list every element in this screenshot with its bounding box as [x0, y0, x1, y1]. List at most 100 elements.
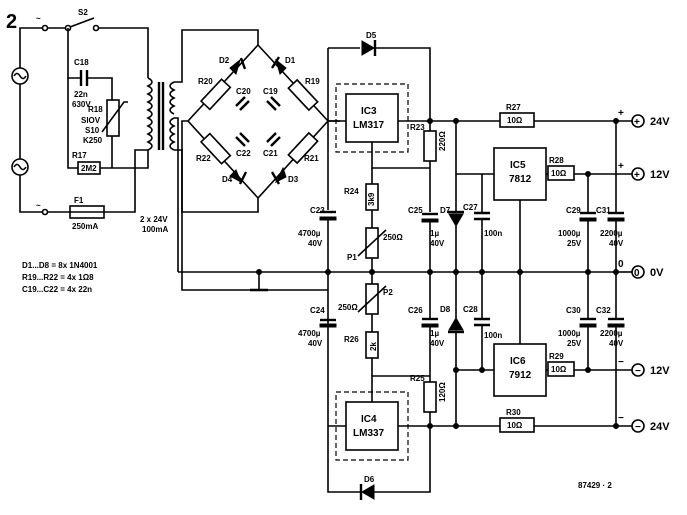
ic6-ref: IC6 — [510, 356, 526, 367]
c20-capacitor — [235, 96, 250, 111]
d4-label: D4 — [222, 175, 233, 184]
ac-sine-icon — [13, 72, 27, 80]
c30-value: 1000µ — [558, 329, 581, 338]
svg-text:+: + — [634, 117, 640, 128]
out-12v-neg-terminal — [631, 363, 645, 377]
r23-value: 220Ω — [438, 131, 447, 151]
tilde-terminal: ~ — [36, 14, 41, 23]
note-resistors: R19...R22 = 4x 1Ω8 — [22, 273, 94, 282]
r19-label: R19 — [305, 77, 320, 86]
c28-label: C28 — [463, 305, 478, 314]
c18-capacitor — [79, 70, 89, 86]
c24-label: C24 — [310, 306, 325, 315]
c28-value: 100n — [484, 331, 502, 340]
r23-resistor — [423, 130, 437, 162]
minus-24v-path: 10Ω R30 C32 2200µ 40V — [499, 269, 632, 433]
c26-voltage: 40V — [430, 339, 445, 348]
d4-diode — [229, 169, 243, 184]
r24-value: 3k9 — [367, 192, 376, 206]
svg-text:−: − — [635, 422, 641, 433]
r29-resistor — [547, 361, 575, 377]
c24-value: 4700µ — [298, 329, 321, 338]
d5-diode — [361, 40, 375, 56]
r28-resistor — [547, 165, 575, 181]
c25-voltage: 40V — [430, 239, 445, 248]
secondary-winding-a — [169, 81, 176, 115]
d5-label: D5 — [366, 31, 377, 40]
out-24v-pos-sign: + — [618, 108, 624, 119]
c32-voltage: 40V — [609, 339, 624, 348]
figure-reference: 87429 · 2 — [578, 481, 612, 490]
ic5-section: IC5 7812 D7 C27 100n 10Ω R28 C29 1000µ 2… — [440, 121, 632, 275]
svg-text:−: − — [635, 366, 641, 377]
r27-resistor — [499, 112, 535, 128]
r20-resistor — [199, 78, 232, 111]
note-diodes: D1...D8 = 8x 1N4001 — [22, 261, 98, 270]
r26-label: R26 — [344, 335, 359, 344]
c27-label: C27 — [463, 203, 478, 212]
out-12v-pos-sign: + — [618, 161, 624, 172]
c18-label: C18 — [74, 58, 89, 67]
r21-resistor — [287, 131, 319, 165]
r25-label: R25 — [410, 374, 425, 383]
r30-label: R30 — [506, 408, 521, 417]
r28-label: R28 — [549, 156, 564, 165]
c29-voltage: 25V — [567, 239, 582, 248]
c26-label: C26 — [408, 306, 423, 315]
d2-diode — [229, 58, 241, 75]
c23-label: C23 — [310, 206, 325, 215]
ic4-regulator — [345, 401, 399, 451]
mains-input: ~ ~ S2 C18 22n 630V R18 SIOV S10 K250 2M — [11, 8, 149, 231]
r20-label: R20 — [198, 77, 213, 86]
c19-label: C19 — [263, 87, 278, 96]
d3-label: D3 — [288, 175, 299, 184]
d7-label: D7 — [440, 206, 451, 215]
r18-line2: S10 — [85, 126, 100, 135]
ic3-regulator — [345, 93, 399, 143]
r17-value: 2M2 — [81, 164, 97, 173]
s2-label: S2 — [78, 8, 88, 17]
figure-number: 2 — [6, 11, 17, 33]
c22-label: C22 — [236, 149, 251, 158]
p2-label: P2 — [383, 288, 393, 297]
positive-regulator: D5 IC3 LM317 220Ω R23 3k9 R24 P1 250Ω C2… — [298, 31, 500, 275]
r27-label: R27 — [506, 103, 521, 112]
c32-label: C32 — [596, 306, 611, 315]
r30-value: 10Ω — [507, 421, 523, 430]
out-12v-neg-label: 12V — [650, 365, 670, 377]
c31-label: C31 — [596, 206, 611, 215]
c21-label: C21 — [263, 149, 278, 158]
c26-value: 1µ — [430, 329, 439, 338]
d6-label: D6 — [364, 475, 375, 484]
r30-resistor — [499, 417, 535, 433]
c19-capacitor — [266, 96, 281, 111]
ic4-ref: IC4 — [361, 414, 377, 425]
d8-diode — [448, 317, 464, 331]
bridge-rectifier: D2 D1 D4 D3 R20 R19 R22 R21 C20 C19 C22 … — [181, 43, 340, 291]
c21-capacitor — [266, 132, 281, 147]
svg-text:+: + — [634, 170, 640, 181]
tilde-terminal: ~ — [36, 201, 41, 210]
r29-value: 10Ω — [551, 365, 567, 374]
r18-line1: SIOV — [81, 116, 101, 125]
ic5-ref: IC5 — [510, 160, 526, 171]
c18-voltage: 630V — [72, 100, 91, 109]
primary-winding — [146, 77, 153, 151]
out-24v-pos-terminal — [631, 114, 645, 128]
d3-diode — [274, 166, 287, 184]
r29-label: R29 — [549, 352, 564, 361]
d8-label: D8 — [440, 305, 451, 314]
transformer-label: 2 x 24V — [140, 215, 168, 224]
out-0v-sign: 0 — [618, 259, 624, 270]
d7-diode — [448, 213, 464, 227]
switch-s2-lever — [69, 17, 95, 28]
c25-label: C25 — [408, 206, 423, 215]
ic5-type: 7812 — [509, 174, 532, 185]
svg-text:0: 0 — [634, 268, 640, 279]
parts-notes: D1...D8 = 8x 1N4001 R19...R22 = 4x 1Ω8 C… — [22, 261, 98, 294]
out-0v-terminal — [631, 265, 645, 279]
c20-label: C20 — [236, 87, 251, 96]
c27-capacitor — [474, 211, 490, 221]
r18-line3: K250 — [83, 136, 103, 145]
